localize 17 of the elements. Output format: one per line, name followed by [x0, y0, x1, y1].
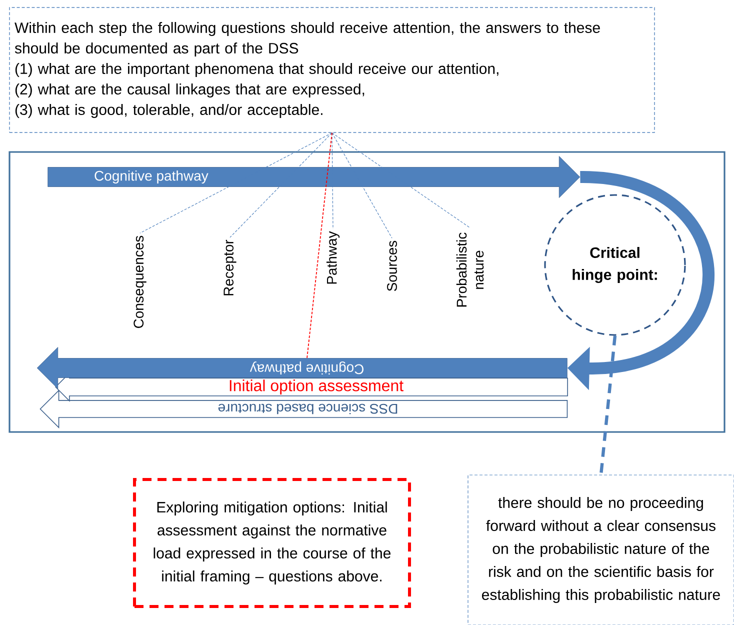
category-label: Sources: [387, 240, 397, 292]
note-box: Exploring mitigation options: Initial assessment against the normative load expressed in the course of the initial framing – questions above.: [133, 478, 411, 608]
category-label: Probabilistic nature: [456, 232, 484, 307]
leader-line: [306, 132, 332, 359]
frame-box: [8, 151, 726, 433]
dashed-connector: [599, 336, 617, 475]
leader-line: [230, 132, 332, 238]
arrow-banner: Cognitive pathway: [48, 156, 580, 198]
note-box: there should be no proceeding forward without a clear consensus on the probabilistic nature of the risk and on the scientific basis for establishing this probabilistic nature: [468, 474, 734, 625]
leader-line: [332, 132, 392, 238]
category-label: Consequences: [134, 236, 146, 328]
category-label: Receptor: [224, 240, 236, 296]
note-box: Within each step the following questions should receive attention, the answers to these should be documented as part of the DSS (1) what are the important phenomena that should receive our attention, (2) what are the causal linkages that are expressed, (3) what is good, tolerable, and/or acceptable.: [9, 7, 655, 133]
leader-line: [332, 132, 334, 230]
leader-line: [140, 132, 332, 234]
category-label: Pathway: [326, 231, 340, 284]
leader-line: [332, 132, 470, 228]
